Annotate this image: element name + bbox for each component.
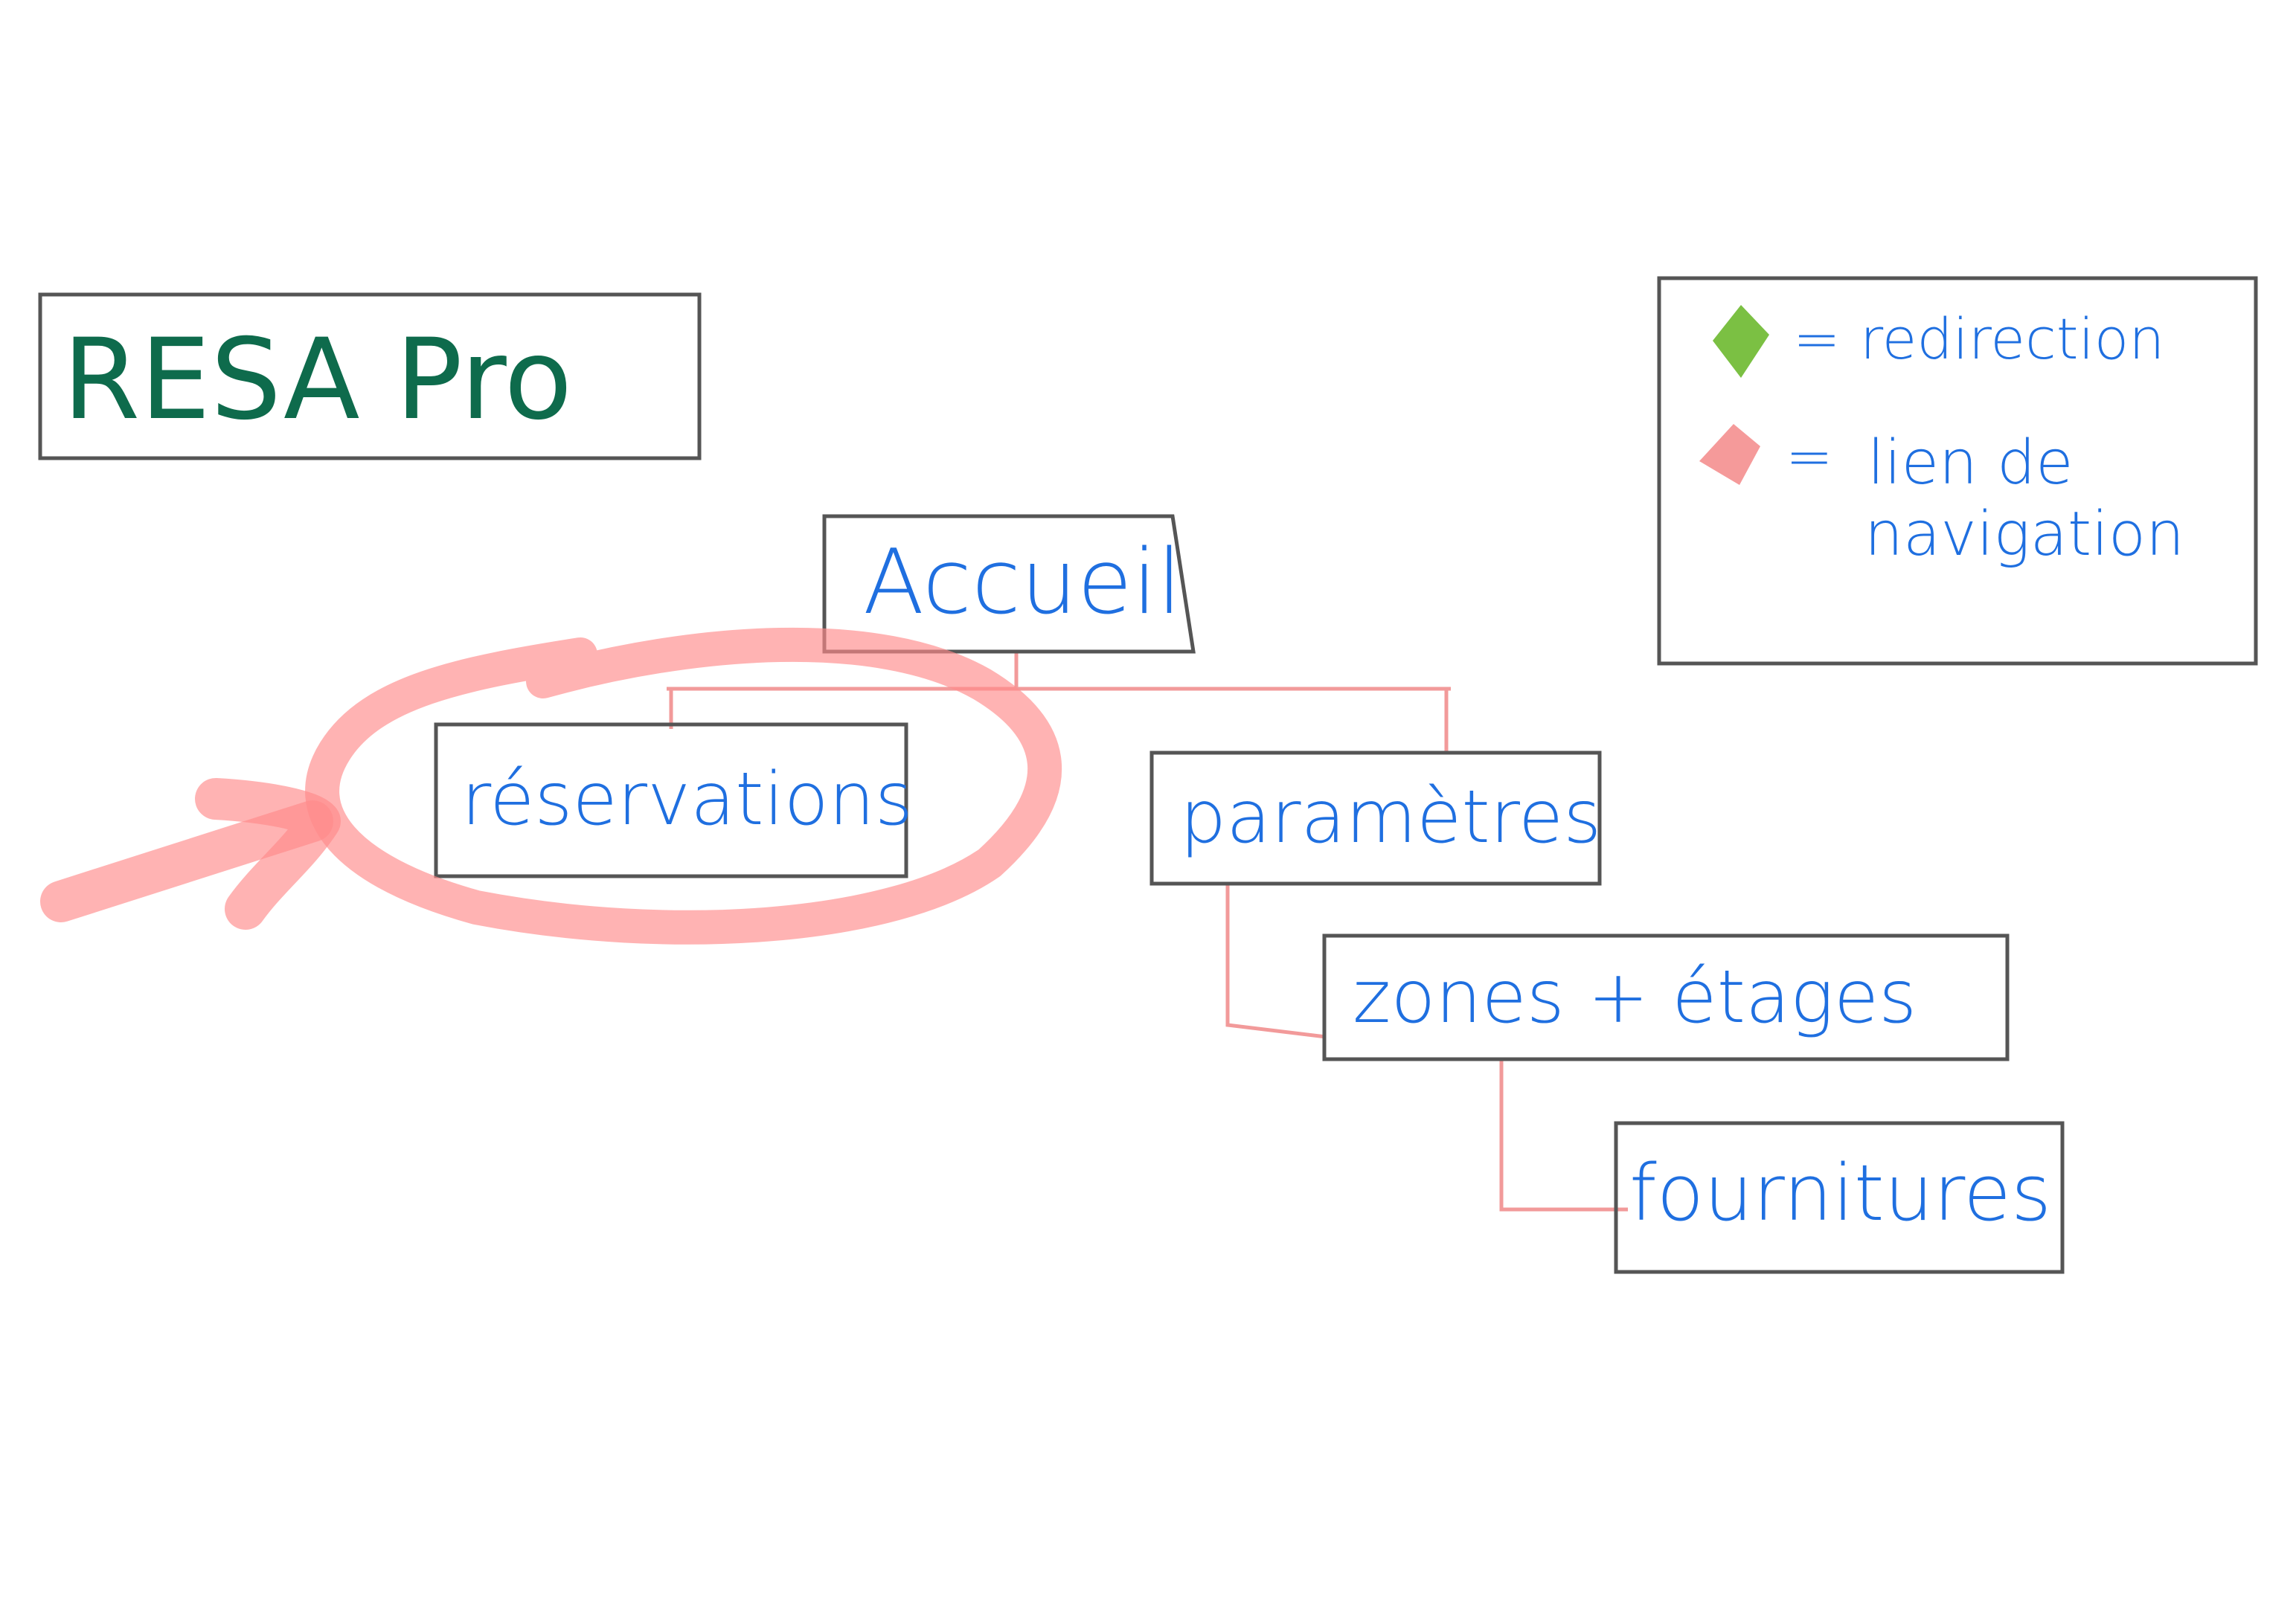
- legend-navigation-label-line2: navigation: [1864, 499, 2184, 570]
- title-box-border: [38, 292, 702, 460]
- link-zones-to-fournitures: [1499, 1058, 1628, 1212]
- highlight-arrow-head: [195, 778, 341, 930]
- node-zones-etages: zones + étages: [1322, 933, 2010, 1061]
- parametres-box-border: [1149, 751, 1602, 886]
- node-accueil: Accueil: [822, 514, 1196, 654]
- navigation-links: [667, 652, 1628, 1212]
- node-reservations: réservations: [434, 722, 913, 878]
- legend-box: = redirection = lien de navigation: [1657, 276, 2258, 666]
- link-parametres-to-zones: [1225, 882, 1327, 1039]
- accueil-label: Accueil: [863, 531, 1182, 634]
- highlight-circle: [305, 627, 1062, 945]
- legend-redirection-equals: =: [1793, 306, 1841, 372]
- accueil-box-border: [822, 514, 1196, 654]
- fournitures-box-border: [1614, 1121, 2065, 1274]
- legend-navigation-equals: =: [1786, 423, 1833, 489]
- zones-etages-label: zones + étages: [1353, 955, 1917, 1040]
- legend-redirection-label: redirection: [1860, 306, 2164, 372]
- zones-etages-box-border: [1322, 933, 2010, 1061]
- reservations-label: réservations: [461, 757, 913, 842]
- node-parametres: paramètres: [1149, 751, 1602, 886]
- reservations-box-border: [434, 722, 908, 878]
- legend-navigation-label-line1: lien de: [1867, 428, 2074, 498]
- parametres-label: paramètres: [1180, 775, 1601, 860]
- fournitures-label: fournitures: [1629, 1148, 2051, 1238]
- highlight-arrow-shaft: [40, 800, 333, 922]
- app-title: RESA Pro: [62, 315, 572, 445]
- pink-diamond-icon: [1699, 424, 1760, 485]
- highlight-annotation: [40, 627, 1062, 945]
- green-diamond-icon: [1713, 305, 1769, 378]
- legend-box-border: [1657, 276, 2258, 666]
- title-box: RESA Pro: [38, 292, 702, 460]
- node-fournitures: fournitures: [1614, 1121, 2065, 1274]
